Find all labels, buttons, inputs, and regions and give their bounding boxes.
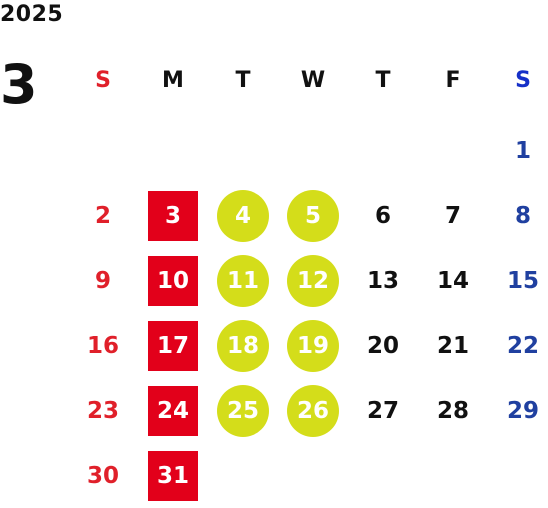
day-number: 20	[366, 332, 399, 359]
day-cell-30[interactable]: 30	[68, 444, 138, 508]
highlight-square	[148, 256, 198, 306]
day-number: 7	[444, 202, 461, 229]
highlight-circle	[217, 190, 269, 242]
day-number: 10	[156, 267, 189, 294]
day-cell-19[interactable]: 19	[278, 314, 348, 378]
highlight-circle	[287, 255, 339, 307]
day-number: 11	[226, 267, 259, 294]
day-number: 17	[156, 332, 189, 359]
day-number: 19	[296, 332, 329, 359]
day-cell-23[interactable]: 23	[68, 379, 138, 443]
year-label: 2025	[0, 2, 64, 27]
day-cell-4[interactable]: 4	[208, 184, 278, 248]
day-cell-10[interactable]: 10	[138, 249, 208, 313]
day-cell-28[interactable]: 28	[418, 379, 488, 443]
day-cell-20[interactable]: 20	[348, 314, 418, 378]
weekday-header-thursday: T	[375, 68, 391, 93]
highlight-circle	[217, 255, 269, 307]
day-cell-1[interactable]: 1	[488, 119, 548, 183]
day-number: 4	[234, 202, 251, 229]
day-cell-6[interactable]: 6	[348, 184, 418, 248]
weekday-header-sunday: S	[95, 68, 111, 93]
weekday-header-friday: F	[445, 68, 461, 93]
day-number: 2	[94, 202, 111, 229]
day-number: 1	[514, 137, 531, 164]
day-cell-11[interactable]: 11	[208, 249, 278, 313]
day-cell-5[interactable]: 5	[278, 184, 348, 248]
highlight-circle	[287, 385, 339, 437]
highlight-circle	[217, 385, 269, 437]
day-cell-2[interactable]: 2	[68, 184, 138, 248]
day-number: 3	[164, 202, 181, 229]
day-number: 26	[296, 397, 329, 424]
highlight-circle	[287, 190, 339, 242]
highlight-square	[148, 321, 198, 371]
day-number: 22	[506, 332, 539, 359]
day-number: 6	[374, 202, 391, 229]
weekday-header-wednesday: W	[300, 68, 326, 93]
day-number: 14	[436, 267, 469, 294]
day-number: 18	[226, 332, 259, 359]
day-cell-13[interactable]: 13	[348, 249, 418, 313]
day-cell-31[interactable]: 31	[138, 444, 208, 508]
day-cell-3[interactable]: 3	[138, 184, 208, 248]
weekday-header-saturday: S	[515, 68, 531, 93]
highlight-circle	[287, 320, 339, 372]
day-number: 13	[366, 267, 399, 294]
day-cell-17[interactable]: 17	[138, 314, 208, 378]
day-number: 16	[86, 332, 119, 359]
day-number: 31	[156, 462, 189, 489]
highlight-square	[148, 386, 198, 436]
day-number: 8	[514, 202, 531, 229]
day-number: 21	[436, 332, 469, 359]
day-cell-26[interactable]: 26	[278, 379, 348, 443]
day-number: 15	[506, 267, 539, 294]
day-cell-27[interactable]: 27	[348, 379, 418, 443]
day-cell-18[interactable]: 18	[208, 314, 278, 378]
month-number: 3	[0, 53, 38, 116]
highlight-circle	[217, 320, 269, 372]
day-cell-7[interactable]: 7	[418, 184, 488, 248]
day-cell-24[interactable]: 24	[138, 379, 208, 443]
day-cell-8[interactable]: 8	[488, 184, 548, 248]
day-cell-12[interactable]: 12	[278, 249, 348, 313]
day-number: 24	[156, 397, 189, 424]
day-number: 9	[94, 267, 111, 294]
day-number: 25	[226, 397, 259, 424]
day-number: 5	[304, 202, 321, 229]
day-number: 27	[366, 397, 399, 424]
day-cell-29[interactable]: 29	[488, 379, 548, 443]
day-cell-9[interactable]: 9	[68, 249, 138, 313]
day-number: 12	[296, 267, 329, 294]
day-number: 29	[506, 397, 539, 424]
highlight-square	[148, 191, 198, 241]
weekday-header-monday: M	[162, 68, 184, 93]
day-cell-14[interactable]: 14	[418, 249, 488, 313]
day-cell-16[interactable]: 16	[68, 314, 138, 378]
day-cell-21[interactable]: 21	[418, 314, 488, 378]
day-cell-22[interactable]: 22	[488, 314, 548, 378]
weekday-header-tuesday: T	[235, 68, 251, 93]
day-number: 28	[436, 397, 469, 424]
day-cell-25[interactable]: 25	[208, 379, 278, 443]
day-number: 30	[86, 462, 119, 489]
day-cell-15[interactable]: 15	[488, 249, 548, 313]
highlight-square	[148, 451, 198, 501]
day-number: 23	[86, 397, 119, 424]
